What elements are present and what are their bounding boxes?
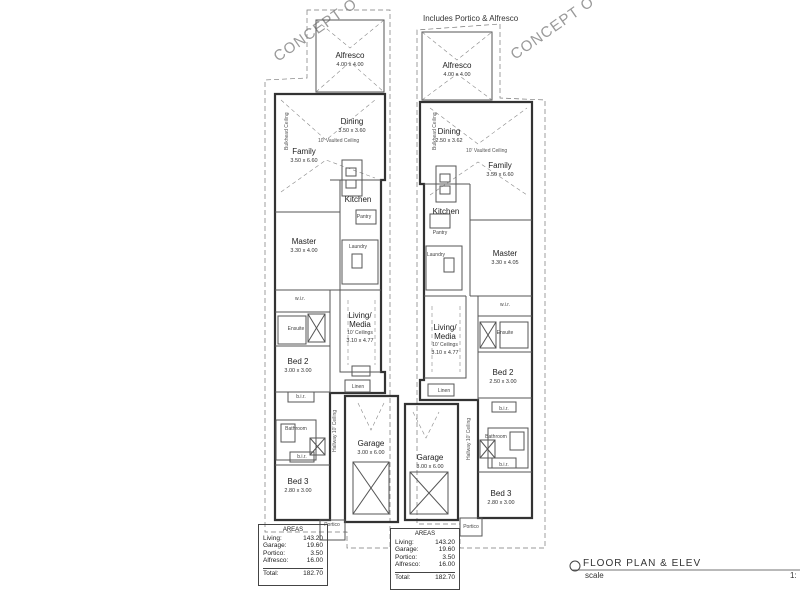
right-living-label: Living/	[433, 323, 457, 332]
right-garage-dims: 3.00 x 6.00	[416, 464, 443, 470]
left-living-note: 10' Ceilings	[347, 330, 373, 336]
left-unit	[264, 9, 400, 549]
areas-row: Living:143.20	[263, 534, 323, 542]
left-living-label: Living/	[348, 311, 372, 320]
left-living-label-line2: Media	[349, 320, 371, 329]
left-bathroom-label: Bathroom	[285, 426, 307, 432]
right-living-label-line2: Media	[434, 332, 456, 341]
left-bir-label: b.i.r.	[296, 394, 305, 400]
areas-row: Alfresco:16.00	[263, 557, 323, 565]
areas-row: Portico:3.50	[263, 549, 323, 557]
title-block-scale-value: 1:	[790, 571, 797, 580]
left-ensuite-label: Ensuite	[288, 326, 305, 332]
areas-row: Alfresco:16.00	[395, 561, 455, 569]
left-bed2-label: Bed 2	[288, 357, 309, 366]
areas-title: AREAS	[282, 527, 304, 533]
left-linen-label: Linen	[352, 384, 364, 390]
areas-total: Total:182.70	[395, 571, 455, 581]
left-bed3-label: Bed 3	[288, 477, 309, 486]
right-master-dims: 3.30 x 4.05	[491, 260, 518, 266]
note-vaulted-right: 10' Vaulted Ceiling	[466, 148, 507, 154]
left-laundry-label: Laundry	[349, 244, 368, 250]
title-block-title: FLOOR PLAN & ELEV	[583, 558, 701, 569]
areas-total: Total:182.70	[263, 567, 323, 577]
header-note: Includes Portico & Alfresco	[423, 14, 519, 23]
areas-row: Garage:19.60	[263, 542, 323, 550]
scale-circle	[569, 560, 581, 572]
right-ensuite-label: Ensuite	[497, 330, 514, 336]
right-family-dims: 3.50 x 6.60	[486, 172, 513, 178]
title-block-scale-label: scale	[585, 571, 604, 580]
right-portico-label: Portico	[463, 524, 479, 530]
right-unit	[403, 23, 546, 549]
left-master-dims: 3.30 x 4.00	[290, 248, 317, 254]
left-family-label: Family	[292, 147, 316, 156]
right-living-dims: 3.10 x 4.77	[431, 350, 458, 356]
left-kitchen-label: Kitchen	[345, 195, 372, 204]
left-garage-dims: 3.00 x 6.00	[357, 450, 384, 456]
left-family-dims: 3.50 x 6.60	[290, 158, 317, 164]
note-hallway-right: Hallway 10' Ceiling	[466, 418, 472, 460]
right-bed2-dims: 2.50 x 3.00	[489, 379, 516, 385]
right-bir-label: b.i.r.	[499, 406, 508, 412]
areas-row: Garage:19.60	[395, 546, 455, 554]
left-master-label: Master	[292, 237, 317, 246]
note-bulkhead-left: Bulkhead Ceiling	[284, 112, 290, 150]
areas-table-right: AREAS Living:143.20 Garage:19.60 Portico…	[390, 528, 460, 590]
areas-row: Living:143.20	[395, 538, 455, 546]
right-bed3-dims: 2.80 x 3.00	[487, 500, 514, 506]
note-bulkhead-right: Bulkhead Ceiling	[432, 112, 438, 150]
right-alfresco-dims: 4.00 x 4.00	[443, 72, 470, 78]
watermark-right: CONCEPT O	[508, 0, 598, 63]
left-alfresco-label: Alfresco	[336, 51, 365, 60]
left-dining-dims: 3.50 x 3.60	[338, 128, 365, 134]
areas-title: AREAS	[414, 531, 436, 537]
left-living-dims: 3.10 x 4.77	[346, 338, 373, 344]
left-bed2-dims: 3.00 x 3.00	[284, 368, 311, 374]
right-bathroom-label: Bathroom	[485, 434, 507, 440]
right-garage-label: Garage	[417, 453, 444, 462]
note-vaulted-left: 10' Vaulted Ceiling	[318, 138, 359, 144]
right-dining-label: Dining	[438, 127, 461, 136]
left-bed3-dims: 2.80 x 3.00	[284, 488, 311, 494]
left-dining-label: Dining	[341, 117, 364, 126]
note-hallway-left: Hallway 10' Ceiling	[332, 410, 338, 452]
right-living-note: 10' Ceilings	[432, 342, 458, 348]
left-alfresco-dims: 4.00 x 4.00	[336, 62, 363, 68]
right-linen-label: Linen	[438, 388, 450, 394]
right-kitchen-label: Kitchen	[433, 207, 460, 216]
left-wir-label: w.i.r.	[295, 296, 305, 302]
left-pantry-label: Pantry	[357, 214, 372, 220]
right-master-label: Master	[493, 249, 518, 258]
right-pantry-label: Pantry	[433, 230, 448, 236]
right-bed2-label: Bed 2	[493, 368, 514, 377]
right-bed3-label: Bed 3	[491, 489, 512, 498]
right-dining-dims: 2.50 x 3.62	[435, 138, 462, 144]
left-bir2-label: b.i.r.	[297, 454, 306, 460]
left-garage-label: Garage	[358, 439, 385, 448]
right-family-label: Family	[488, 161, 512, 170]
areas-table-left: AREAS Living:143.20 Garage:19.60 Portico…	[258, 524, 328, 586]
right-alfresco-label: Alfresco	[443, 61, 472, 70]
right-wir-label: w.i.r.	[500, 302, 510, 308]
right-bir2-label: b.i.r.	[499, 462, 508, 468]
right-laundry-label: Laundry	[427, 252, 446, 258]
left-portico-label: Portico	[324, 522, 340, 528]
areas-row: Portico:3.50	[395, 553, 455, 561]
